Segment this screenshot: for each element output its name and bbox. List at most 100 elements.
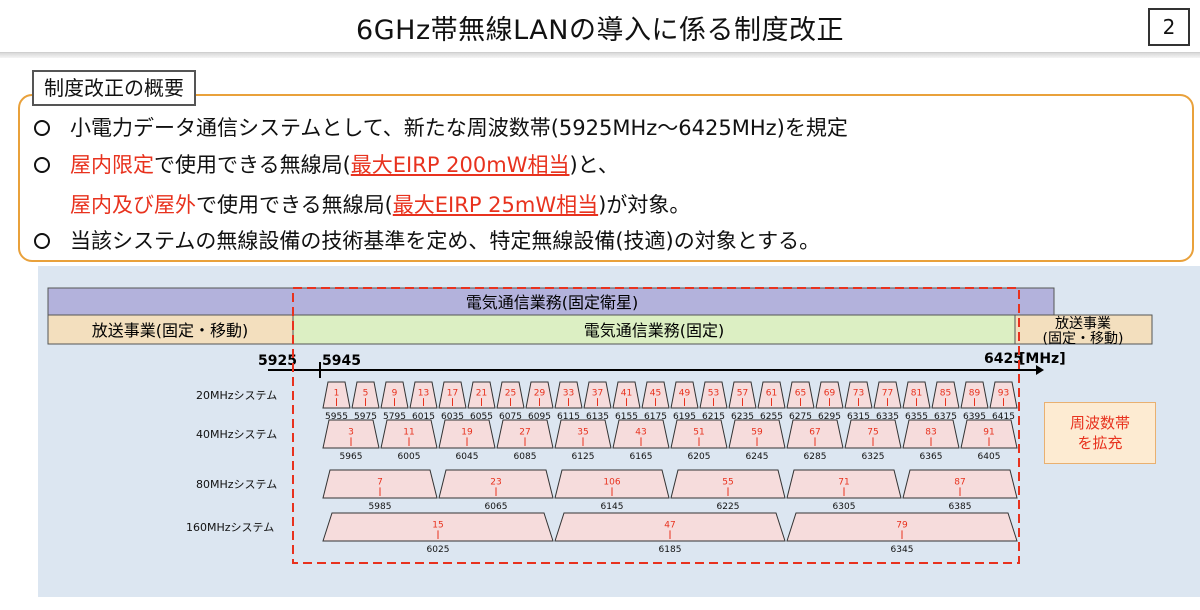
channel-number: 43 [635, 428, 646, 438]
channel-number: 13 [418, 389, 429, 399]
channel-center-frequency: 6275 [789, 412, 812, 422]
channel-block [699, 381, 728, 409]
channel-number: 89 [969, 389, 981, 399]
title-rule [0, 52, 1200, 58]
channel-block [438, 381, 467, 409]
axis-arrow-icon [1036, 365, 1044, 375]
channel-number: 25 [505, 389, 516, 399]
channel-block [583, 381, 612, 409]
broadcast-band-right-label-2: (固定・移動) [1043, 331, 1124, 347]
channel-center-frequency: 6295 [818, 412, 841, 422]
channel-block [786, 419, 844, 449]
axis-unit-label: [MHz] [1019, 351, 1066, 367]
channel-number: 17 [447, 389, 458, 399]
channel-block [989, 381, 1018, 409]
fixed-band-label: 電気通信業務(固定) [584, 321, 725, 340]
channel-center-frequency: 5985 [369, 502, 392, 512]
broadcast-band-right-label-1: 放送事業 [1055, 316, 1111, 332]
channel-block [438, 469, 554, 499]
channel-block [844, 419, 902, 449]
channel-number: 69 [824, 389, 836, 399]
channel-number: 15 [432, 521, 443, 531]
channel-block [322, 419, 380, 449]
channel-number: 11 [403, 428, 414, 438]
system-name-label: 40MHzシステム [196, 428, 277, 441]
channel-number: 19 [461, 428, 473, 438]
channel-center-frequency: 6335 [876, 412, 899, 422]
broadcast-band-left [47, 314, 294, 345]
channel-center-frequency: 6385 [949, 502, 972, 512]
channel-block [380, 419, 438, 449]
channel-block [931, 381, 960, 409]
page-number: 2 [1148, 8, 1190, 46]
channel-center-frequency: 6205 [688, 452, 711, 462]
channel-number: 106 [603, 478, 620, 488]
line3-mid: で使用できる無線局( [196, 193, 393, 217]
channel-number: 57 [737, 389, 748, 399]
channel-number: 93 [998, 389, 1009, 399]
channel-block [815, 381, 844, 409]
channel-block [757, 381, 786, 409]
channel-center-frequency: 6405 [978, 452, 1001, 462]
channel-center-frequency: 6345 [891, 545, 914, 555]
channel-number: 5 [363, 389, 369, 399]
channel-number: 91 [983, 428, 994, 438]
channel-block [786, 512, 1018, 542]
channel-center-frequency: 5795 [383, 412, 406, 422]
channel-block [380, 381, 409, 409]
channel-block [960, 419, 1018, 449]
frequency-diagram: 電気通信業務(固定衛星) 放送事業(固定・移動) 電気通信業務(固定) 放送事業… [38, 266, 1200, 597]
channel-number: 83 [925, 428, 936, 438]
channel-number: 55 [722, 478, 733, 488]
summary-box [18, 94, 1194, 262]
channel-center-frequency: 6185 [659, 545, 682, 555]
line3-end: )が対象。 [598, 193, 691, 217]
channel-center-frequency: 6025 [427, 545, 450, 555]
axis-start-label: 5925 [258, 353, 297, 369]
channel-block [554, 419, 612, 449]
channel-block [438, 419, 496, 449]
channel-center-frequency: 6255 [760, 412, 783, 422]
bullet-circle-icon [34, 120, 50, 136]
channel-block [409, 381, 438, 409]
channel-number: 27 [519, 428, 530, 438]
channel-number: 47 [664, 521, 675, 531]
satellite-band-label: 電気通信業務(固定衛星) [466, 293, 639, 312]
channel-number: 85 [940, 389, 951, 399]
channel-block [322, 512, 554, 542]
channel-number: 61 [766, 389, 777, 399]
bullet-circle-icon [34, 157, 50, 173]
channel-block [554, 469, 670, 499]
channel-block [844, 381, 873, 409]
channel-block [467, 381, 496, 409]
channel-number: 33 [563, 389, 574, 399]
axis-first-label: 5945 [322, 353, 361, 369]
channel-number: 9 [392, 389, 398, 399]
channel-center-frequency: 6095 [528, 412, 551, 422]
channel-center-frequency: 6395 [963, 412, 986, 422]
channel-number: 59 [751, 428, 763, 438]
summary-label: 制度改正の概要 [32, 70, 196, 106]
channel-center-frequency: 5955 [325, 412, 348, 422]
expand-note: 周波数帯 を拡充 [1044, 402, 1156, 464]
line2-red-underlined: 最大EIRP 200mW相当 [350, 153, 570, 177]
channel-block [641, 381, 670, 409]
frequency-diagram-svg: 電気通信業務(固定衛星) 放送事業(固定・移動) 電気通信業務(固定) 放送事業… [47, 287, 1153, 564]
channel-block [322, 381, 351, 409]
system-name-label: 80MHzシステム [196, 478, 277, 491]
channel-center-frequency: 6305 [833, 502, 856, 512]
channel-center-frequency: 6075 [499, 412, 522, 422]
broadcast-band-left-label: 放送事業(固定・移動) [92, 321, 249, 340]
channel-block [786, 381, 815, 409]
channel-number: 45 [650, 389, 661, 399]
channel-number: 49 [679, 389, 691, 399]
channel-block [554, 512, 786, 542]
channel-block [728, 381, 757, 409]
channel-block [670, 469, 786, 499]
channel-center-frequency: 5965 [340, 452, 363, 462]
channel-number: 23 [490, 478, 501, 488]
channel-number: 73 [853, 389, 864, 399]
channel-center-frequency: 6005 [398, 452, 421, 462]
channel-block [351, 381, 380, 409]
channel-center-frequency: 6415 [992, 412, 1015, 422]
